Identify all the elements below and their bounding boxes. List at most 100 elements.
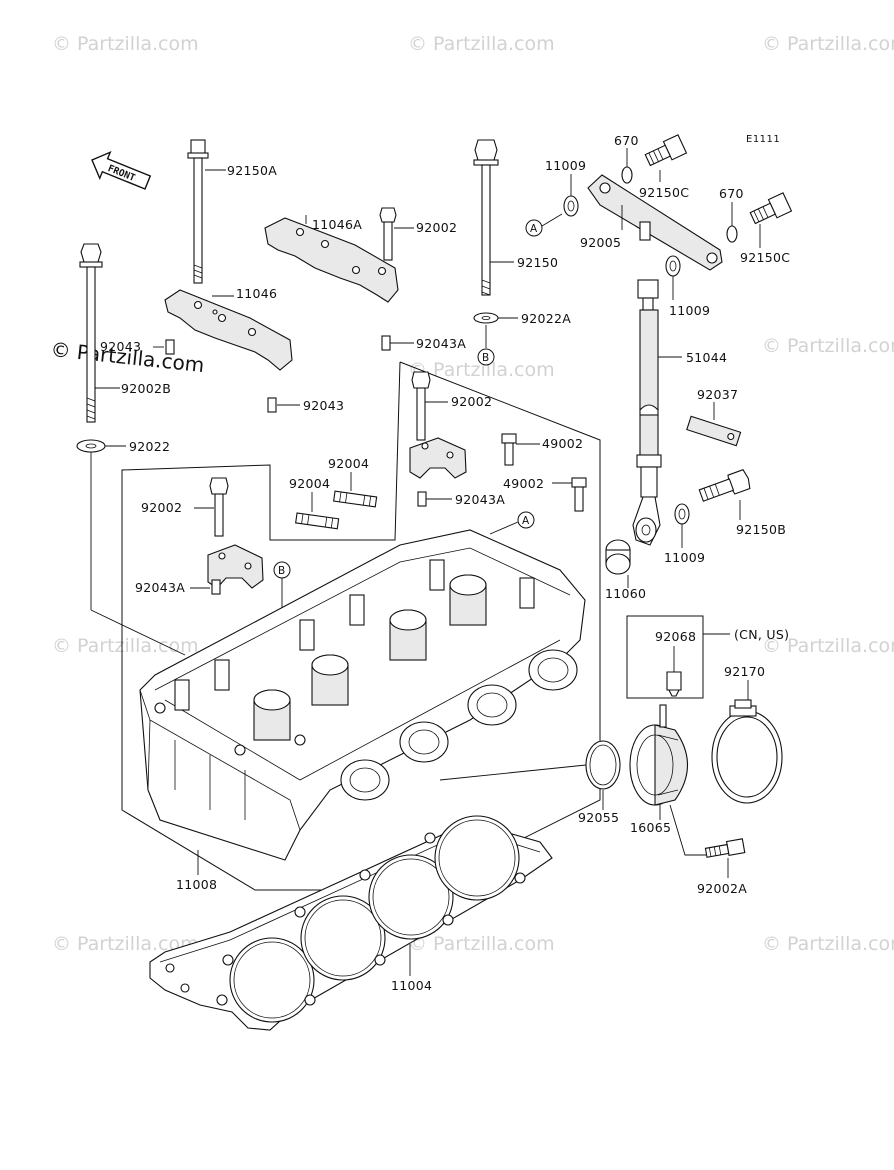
label-92002b: 92002B bbox=[121, 381, 171, 396]
label-11009-mid: 11009 bbox=[669, 303, 710, 318]
plate-92037 bbox=[686, 415, 742, 447]
label-92170: 92170 bbox=[724, 664, 765, 679]
cn-us-box bbox=[626, 615, 704, 699]
label-92150c-a: 92150C bbox=[639, 185, 689, 200]
watermark-11: © Partzilla.com bbox=[762, 933, 894, 955]
label-16065: 16065 bbox=[630, 820, 671, 835]
label-92002a: 92002A bbox=[697, 881, 747, 896]
bolt-92002a bbox=[704, 838, 746, 858]
bolt-92002-left bbox=[209, 477, 229, 537]
label-92002-left: 92002 bbox=[141, 500, 182, 515]
label-51044: 51044 bbox=[686, 350, 727, 365]
diagram-code: E1111 bbox=[746, 134, 780, 145]
bolt-92150a bbox=[187, 139, 209, 284]
dowel-92043-left bbox=[165, 339, 175, 355]
label-92043-mid: 92043 bbox=[303, 398, 344, 413]
holder-16065 bbox=[629, 704, 688, 806]
part-labels: 92150A 11046A 92002 11046 92043 92002B 9… bbox=[100, 133, 790, 993]
ref-a-head-label: A bbox=[522, 515, 530, 527]
label-11046a: 11046A bbox=[312, 217, 362, 232]
watermark-6: © Partzilla.com bbox=[52, 635, 199, 657]
label-49002-b: 49002 bbox=[503, 476, 544, 491]
label-92002-mid: 92002 bbox=[451, 394, 492, 409]
dowel-92043a-mid bbox=[417, 491, 427, 507]
washer-11009-low bbox=[674, 503, 690, 525]
label-92043a-mid: 92043A bbox=[455, 492, 505, 507]
label-92004-a: 92004 bbox=[328, 456, 369, 471]
washer-92022a bbox=[473, 312, 499, 324]
cam-cap-center bbox=[409, 437, 467, 479]
label-11009-top: 11009 bbox=[545, 158, 586, 173]
label-11060: 11060 bbox=[605, 586, 646, 601]
washer-92022 bbox=[76, 439, 106, 453]
label-92043a-left: 92043A bbox=[135, 580, 185, 595]
watermark-5: © Partzilla.com bbox=[762, 335, 894, 357]
watermark-4: © Partzilla.com bbox=[408, 359, 555, 381]
label-92043a-top: 92043A bbox=[416, 336, 466, 351]
label-92150c-b: 92150C bbox=[740, 250, 790, 265]
label-670-b: 670 bbox=[719, 186, 744, 201]
label-cn-us: (CN, US) bbox=[734, 627, 789, 642]
label-92150b: 92150B bbox=[736, 522, 786, 537]
label-670-a: 670 bbox=[614, 133, 639, 148]
front-arrow-icon: FRONT bbox=[91, 150, 152, 190]
label-11009-low: 11009 bbox=[664, 550, 705, 565]
fitting-49002-b bbox=[571, 477, 587, 512]
dowel-92043a-top bbox=[381, 335, 391, 351]
bolt-92150b bbox=[698, 469, 751, 502]
ref-a-head bbox=[517, 511, 535, 529]
ref-a-right bbox=[525, 219, 543, 237]
bolt-92150c-a bbox=[644, 134, 688, 167]
label-92005: 92005 bbox=[580, 235, 621, 250]
oring-92055 bbox=[585, 740, 621, 790]
ref-a-right-label: A bbox=[530, 223, 538, 235]
head-gasket-11004 bbox=[149, 815, 553, 1031]
collar-11060 bbox=[605, 539, 631, 575]
bolt-92002b bbox=[79, 243, 103, 423]
clamp-92170 bbox=[711, 699, 783, 804]
ref-b-top bbox=[477, 348, 495, 366]
label-92022a: 92022A bbox=[521, 311, 571, 326]
cap-92068 bbox=[666, 671, 682, 697]
label-11008: 11008 bbox=[176, 877, 217, 892]
stud-92004-b bbox=[295, 512, 340, 530]
watermark-1: © Partzilla.com bbox=[52, 33, 199, 55]
watermark-2: © Partzilla.com bbox=[408, 33, 555, 55]
watermark-10: © Partzilla.com bbox=[408, 933, 555, 955]
label-92055: 92055 bbox=[578, 810, 619, 825]
bolt-92150 bbox=[473, 139, 499, 296]
dowel-92043a-left bbox=[211, 579, 221, 595]
oil-pipe-92005 bbox=[587, 174, 723, 271]
cylinder-head-11008 bbox=[139, 529, 586, 861]
cam-cap-11046 bbox=[164, 289, 293, 371]
cam-cap-11046a bbox=[264, 217, 399, 303]
stud-92004-a bbox=[333, 490, 378, 508]
label-11046: 11046 bbox=[236, 286, 277, 301]
oring-670-b bbox=[726, 225, 738, 243]
label-92022: 92022 bbox=[129, 439, 170, 454]
ref-b-left-label: B bbox=[278, 565, 285, 577]
label-92043-left: 92043 bbox=[100, 339, 141, 354]
watermark-8: © Partzilla.com bbox=[762, 635, 894, 657]
dowel-92043-mid bbox=[267, 397, 277, 413]
label-92068: 92068 bbox=[655, 629, 696, 644]
label-11004: 11004 bbox=[391, 978, 432, 993]
head-assembly-frame bbox=[121, 361, 601, 891]
bolt-92002-top bbox=[379, 207, 397, 261]
label-92002-top: 92002 bbox=[416, 220, 457, 235]
oring-670-a bbox=[621, 166, 633, 184]
label-92037: 92037 bbox=[697, 387, 738, 402]
label-49002-a: 49002 bbox=[542, 436, 583, 451]
label-92150: 92150 bbox=[517, 255, 558, 270]
watermark-9: © Partzilla.com bbox=[52, 933, 199, 955]
watermark-3: © Partzilla.com bbox=[762, 33, 894, 55]
label-92150a: 92150A bbox=[227, 163, 277, 178]
ref-b-top-label: B bbox=[482, 352, 489, 364]
bolt-92002-mid bbox=[411, 371, 431, 441]
label-92004-b: 92004 bbox=[289, 476, 330, 491]
fitting-49002-a bbox=[501, 433, 517, 466]
washer-11009-mid bbox=[665, 255, 681, 277]
washer-11009-top bbox=[563, 195, 579, 217]
oil-pipe-51044 bbox=[632, 279, 662, 546]
